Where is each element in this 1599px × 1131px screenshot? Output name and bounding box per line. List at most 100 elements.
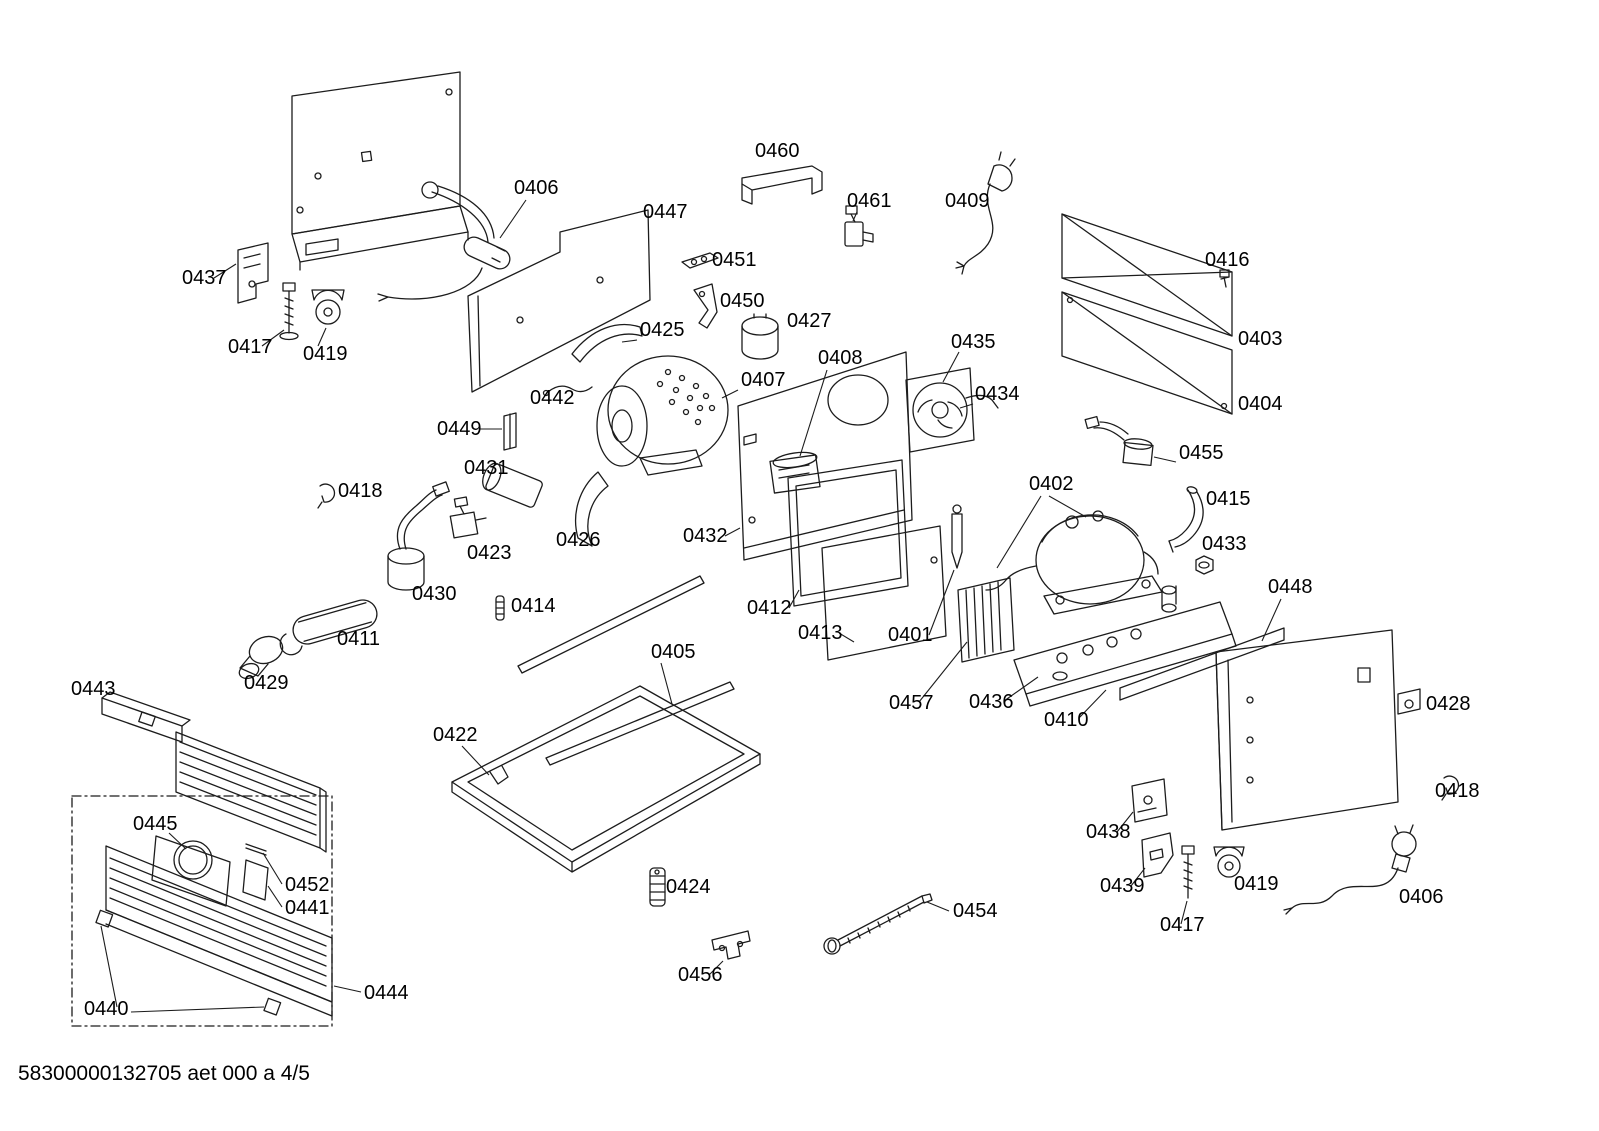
- part-label-0412: 0412: [747, 597, 792, 619]
- mounting-rail: [741, 165, 823, 205]
- part-label-0455: 0455: [1179, 442, 1224, 464]
- leader-line-0402: [1048, 495, 1087, 518]
- part-label-0408: 0408: [818, 347, 863, 369]
- diagram-line-art: [71, 71, 1460, 1027]
- leader-line-0440: [130, 1006, 265, 1013]
- leader-line-0410: [1078, 689, 1107, 719]
- small-channel-bracket: [503, 412, 517, 451]
- curved-strap: [571, 323, 643, 363]
- leader-line-0438: [1116, 811, 1134, 833]
- part-label-0442: 0442: [530, 387, 575, 409]
- document-number: 58300000132705 aet 000 a 4/5: [18, 1062, 310, 1085]
- leader-line-0413: [838, 632, 855, 643]
- filter-drier: [279, 599, 378, 656]
- leader-line-0435: [942, 351, 960, 383]
- curved-bracket: [574, 471, 609, 547]
- part-label-0424: 0424: [666, 876, 711, 898]
- leader-line-0405: [660, 662, 673, 705]
- heater-tray: [787, 459, 909, 607]
- leader-line-0454: [926, 901, 950, 912]
- vent-grille-upper: [175, 731, 327, 853]
- part-label-0430: 0430: [412, 583, 457, 605]
- cover-panel: [821, 525, 947, 661]
- bracket-0439: [1141, 832, 1174, 878]
- heater-coil: [387, 481, 450, 591]
- part-label-0433: 0433: [1202, 533, 1247, 555]
- power-plug: [955, 151, 1016, 275]
- threaded-stud: [495, 595, 505, 621]
- part-label-0417: 0417: [228, 336, 273, 358]
- detail-box: [71, 795, 333, 1027]
- insulation-panel-bottom: [1061, 291, 1233, 415]
- part-label-0414: 0414: [511, 595, 556, 617]
- part-label-0409: 0409: [945, 190, 990, 212]
- condenser: [957, 577, 1015, 663]
- small-plate: [1131, 778, 1168, 823]
- part-label-0417: 0417: [1160, 914, 1205, 936]
- leader-line-0441: [267, 885, 283, 908]
- leader-line-0440: [100, 925, 118, 1008]
- bracket-0428: [1397, 688, 1421, 715]
- screw-right: [1181, 845, 1195, 899]
- vent-grille-lower: [105, 845, 333, 1017]
- part-label-0439: 0439: [1100, 875, 1145, 897]
- part-label-0406: 0406: [514, 177, 559, 199]
- part-label-0411: 0411: [337, 628, 380, 650]
- leader-line-0456: [708, 960, 724, 976]
- part-label-0437: 0437: [182, 267, 227, 289]
- electronics-panel: [737, 351, 913, 561]
- part-label-0413: 0413: [798, 622, 843, 644]
- part-label-0404: 0404: [1238, 393, 1283, 415]
- leader-line-0422: [461, 745, 490, 776]
- part-label-0426: 0426: [556, 529, 601, 551]
- compressor-base-plate: [1013, 585, 1237, 707]
- part-label-0450: 0450: [720, 290, 765, 312]
- part-label-0425: 0425: [640, 319, 685, 341]
- part-label-0418: 0418: [338, 480, 383, 502]
- part-label-0452: 0452: [285, 874, 330, 896]
- blower-motor: [596, 355, 729, 476]
- support-bracket: [693, 283, 718, 329]
- leader-line-0461: [852, 211, 858, 222]
- compressor: [985, 510, 1163, 615]
- part-label-0447: 0447: [643, 201, 688, 223]
- leader-line-0408: [799, 369, 828, 457]
- condenser-fan: [905, 367, 999, 453]
- leader-line-0419: [317, 327, 327, 347]
- part-label-0451: 0451: [712, 249, 757, 271]
- insulation-panel-top: [1061, 213, 1233, 337]
- leader-line-0455: [1153, 456, 1177, 463]
- starter-capacitor: [482, 462, 543, 508]
- part-label-0419: 0419: [303, 343, 348, 365]
- part-label-0435: 0435: [951, 331, 996, 353]
- leader-line-0448: [1261, 598, 1282, 642]
- part-label-0406: 0406: [1399, 886, 1444, 908]
- part-label-0403: 0403: [1238, 328, 1283, 350]
- side-panel: [467, 209, 651, 393]
- part-label-0423: 0423: [467, 542, 512, 564]
- leader-line-0457: [918, 641, 968, 703]
- round-vent: [151, 835, 231, 907]
- leader-line-0432: [724, 527, 741, 537]
- solenoid-valve: [449, 496, 487, 539]
- clip-left: [317, 483, 336, 509]
- part-label-0429: 0429: [244, 672, 289, 694]
- part-label-0441: 0441: [285, 897, 330, 919]
- leader-line-0406: [499, 199, 527, 239]
- caster-left: [311, 289, 345, 325]
- clamp-bracket: [711, 930, 751, 960]
- leader-line-0444: [333, 985, 362, 993]
- hinge-bracket: [237, 242, 269, 304]
- drain-hose: [823, 893, 933, 955]
- part-label-0416: 0416: [1205, 249, 1250, 271]
- leader-line-0434: [959, 403, 974, 409]
- accumulator: [951, 504, 963, 569]
- leader-line-0401: [928, 569, 955, 636]
- part-label-0401: 0401: [888, 624, 933, 646]
- part-label-0422: 0422: [433, 724, 478, 746]
- part-label-0445: 0445: [133, 813, 178, 835]
- leader-line-0445: [168, 832, 187, 850]
- water-valve: [844, 205, 874, 247]
